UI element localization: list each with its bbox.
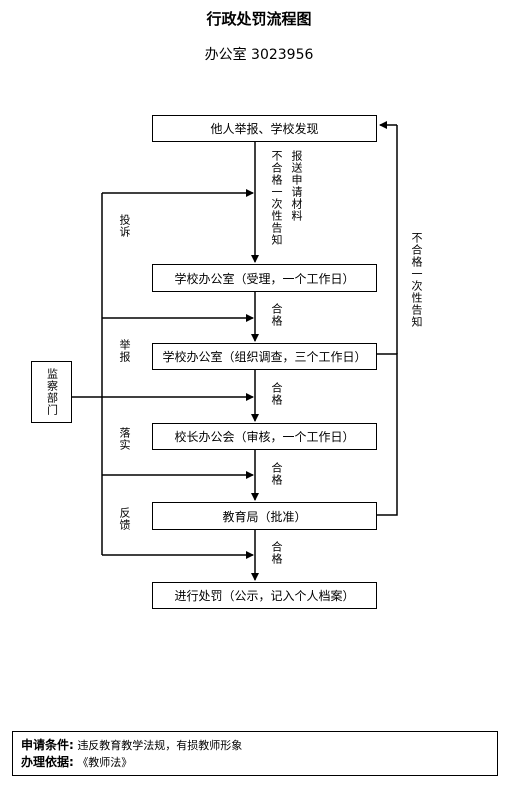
box-investigate: 学校办公室（组织调查，三个工作日） [152,343,377,370]
basis-text: 《教师法》 [77,756,133,769]
label-pass-1: 合格 [270,303,283,327]
box-punish: 进行处罚（公示，记入个人档案） [152,582,377,609]
footer-info: 申请条件: 违反教育教学法规，有损教师形象 办理依据: 《教师法》 [12,731,498,776]
label-feedback: 反馈 [118,507,131,531]
basis-label: 办理依据: [21,755,74,769]
condition-text: 违反教育教学法规，有损教师形象 [77,739,243,752]
basis-row: 办理依据: 《教师法》 [21,754,489,771]
label-pass-3: 合格 [270,462,283,486]
supervision-label: 监察部门 [45,368,59,416]
box-accept: 学校办公室（受理，一个工作日） [152,264,377,292]
condition-row: 申请条件: 违反教育教学法规，有损教师形象 [21,737,489,754]
page-subtitle: 办公室 3023956 [204,47,314,63]
label-pass-2: 合格 [270,382,283,406]
condition-label: 申请条件: [21,738,74,752]
right-loop-line [377,353,398,516]
label-unqualified-inner: 不合格一次性告知 [270,150,283,246]
label-unqualified-outer: 不合格一次性告知 [410,232,423,328]
label-submit-materials: 报送申请材料 [290,150,303,222]
page-title: 行政处罚流程图 [206,10,312,28]
box-approve: 教育局（批准） [152,502,377,530]
label-report: 举报 [118,339,131,363]
label-verify: 落实 [118,427,131,451]
box-report: 他人举报、学校发现 [152,115,377,142]
label-complaint: 投诉 [118,214,131,238]
box-supervision: 监察部门 [31,361,72,423]
box-review: 校长办公会（审核，一个工作日） [152,423,377,450]
label-pass-4: 合格 [270,541,283,565]
